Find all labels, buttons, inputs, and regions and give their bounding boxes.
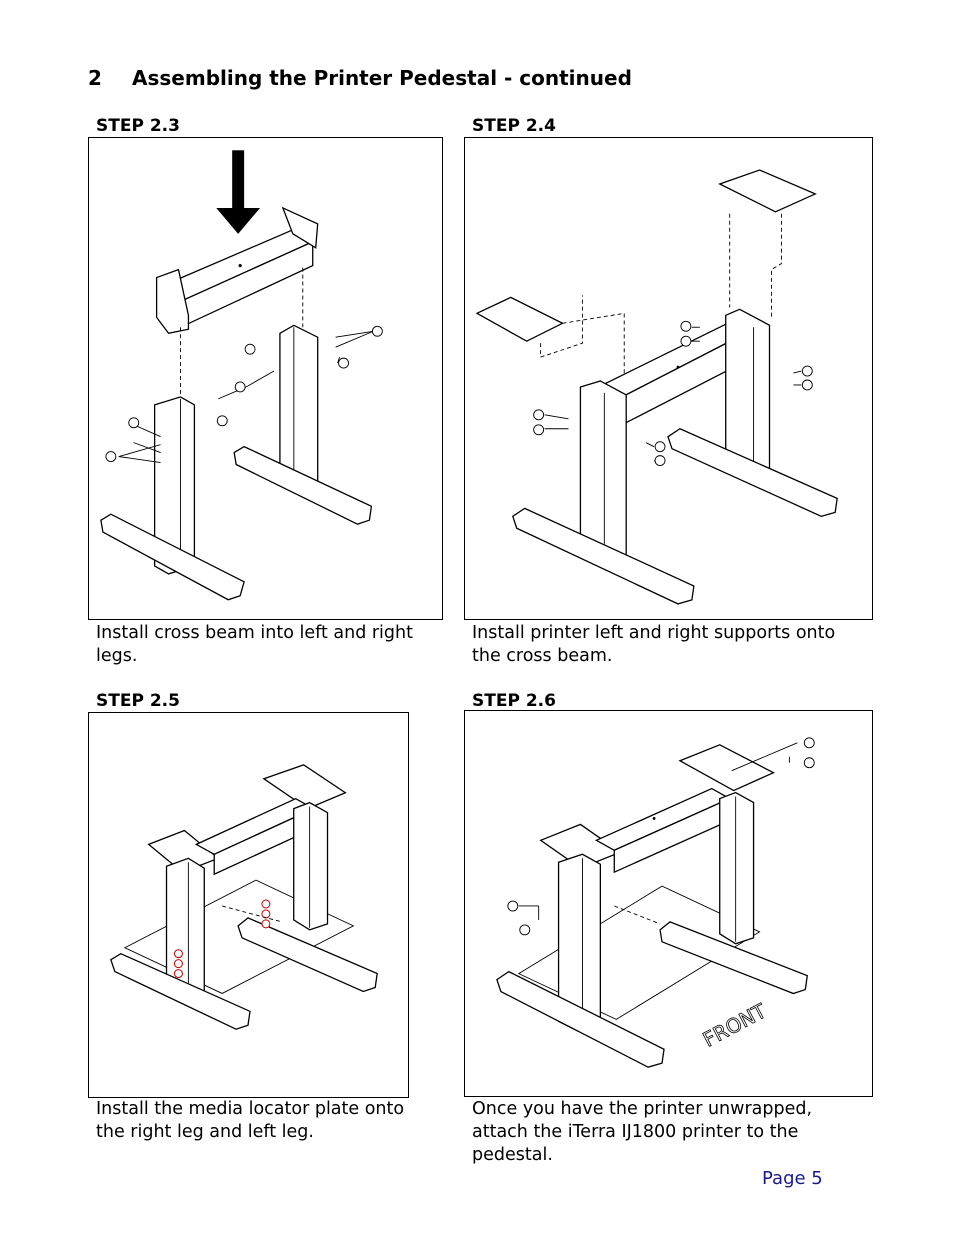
printer-attach-diagram: FRONT [496,737,815,1068]
step-2-4-caption: Install printer left and right supports … [472,623,836,666]
cross-beam-install-diagram [100,150,383,601]
step-2-4-figure [464,137,873,620]
step-2-5-figure [88,712,409,1098]
step-2-3-figure [88,137,443,620]
section-title: Assembling the Printer Pedestal - contin… [132,66,632,90]
section-number: 2 [88,66,102,90]
step-2-6-caption: Once you have the printer unwrapped, att… [472,1099,813,1165]
step-2-5-caption: Install the media locator plate onto the… [96,1099,405,1142]
section-heading: 2 Assembling the Printer Pedestal - conti… [88,66,632,90]
media-locator-plate-diagram [110,764,378,1030]
front-label: FRONT [699,999,771,1052]
step-2-6-label: STEP 2.6 [472,691,556,711]
page-number: Page 5 [762,1168,823,1189]
step-2-5-label: STEP 2.5 [96,691,180,711]
supports-install-diagram [475,169,838,605]
step-2-6-figure: FRONT [464,710,873,1097]
step-2-4-label: STEP 2.4 [472,116,556,136]
step-2-3-caption: Install cross beam into left and right l… [96,623,413,666]
step-2-3-label: STEP 2.3 [96,116,180,136]
insert-arrow-icon [232,150,245,212]
